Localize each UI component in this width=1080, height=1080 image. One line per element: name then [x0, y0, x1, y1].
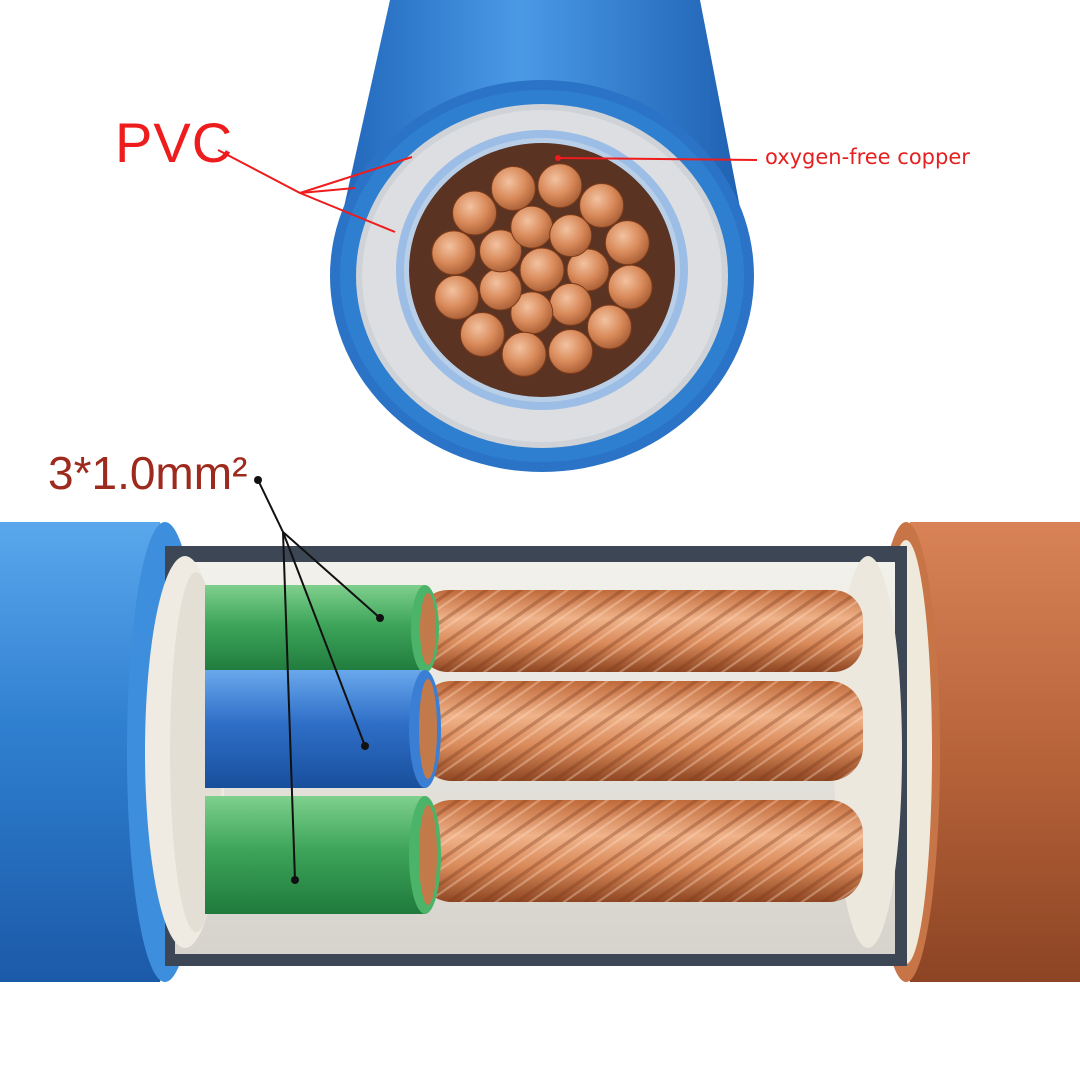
copper-strand [510, 205, 554, 249]
leader-dots [254, 476, 384, 884]
copper-strand [434, 274, 480, 320]
conductor-size-label: 3*1.0mm² [48, 447, 248, 499]
oxygen-free-copper-label: oxygen-free copper [765, 145, 970, 169]
copper-strand [519, 247, 565, 293]
copper-leader-line [557, 157, 758, 161]
size-leader-lines [257, 479, 381, 881]
copper-strand [604, 220, 650, 266]
copper-strand [548, 329, 594, 375]
copper-strand [501, 331, 547, 377]
cable-cutaway-icon [0, 522, 1080, 982]
blue-insulated-wire-middle [205, 670, 441, 788]
pvc-label: PVC [115, 111, 234, 174]
copper-strand [586, 304, 632, 350]
copper-strand [479, 267, 523, 311]
copper-strand [490, 165, 536, 211]
copper-strand [452, 190, 498, 236]
copper-strand [607, 264, 653, 310]
copper-strand [566, 248, 610, 292]
green-insulated-wire-bottom [205, 796, 441, 914]
copper-strand [549, 282, 593, 326]
copper-strand [431, 230, 477, 276]
copper-strand [479, 229, 523, 273]
copper-core-bottom [418, 800, 863, 902]
copper-strand [537, 163, 583, 209]
copper-core-top [418, 590, 863, 672]
copper-strand [459, 311, 505, 357]
copper-core-middle [418, 681, 863, 781]
cable-cross-section-icon [330, 0, 754, 472]
copper-strand [549, 214, 593, 258]
green-insulated-wire-top [205, 585, 439, 673]
pvc-leader-lines [217, 149, 413, 233]
copper-strand [579, 183, 625, 229]
